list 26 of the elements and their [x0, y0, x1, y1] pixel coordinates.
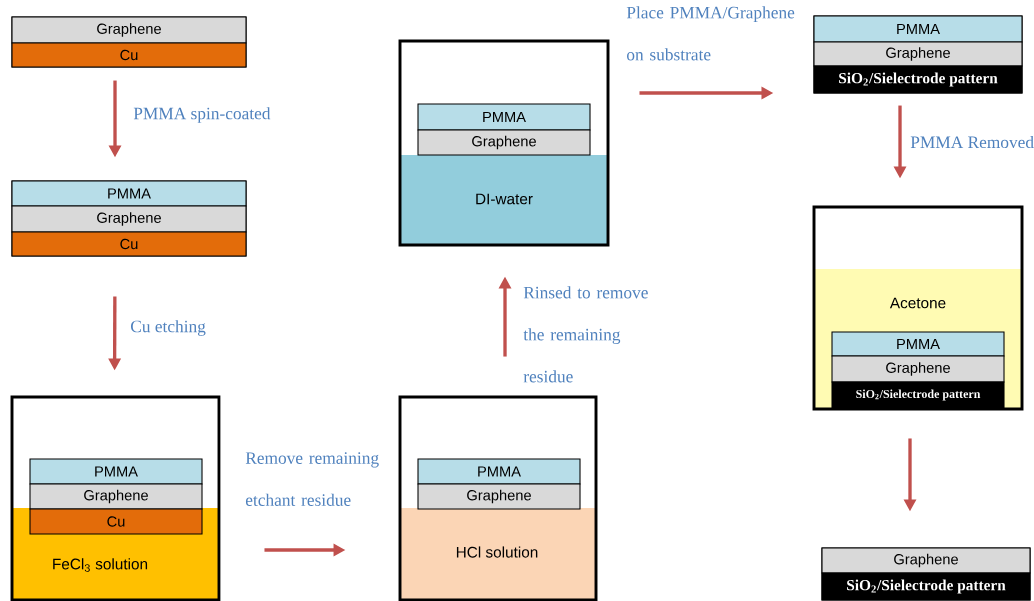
material-layer: SiO$_{2}$/Sielectrode pattern [821, 572, 1031, 601]
step-label: PMMA spin-coated [133, 107, 271, 123]
material-layer: Cu [11, 42, 247, 68]
step-label: Cu etching [131, 320, 206, 336]
material-layer: PMMA [29, 458, 203, 485]
material-layer: Graphene [813, 41, 1023, 67]
material-layer: PMMA [417, 458, 581, 485]
material-layer: PMMA [831, 331, 1005, 357]
step-label: Remove remaining etchant residue [245, 452, 379, 506]
material-layer: Graphene [821, 547, 1031, 574]
material-layer: Graphene [11, 16, 247, 44]
material-layer: Cu [29, 508, 203, 535]
material-layer: Graphene [29, 483, 203, 510]
material-layer: Graphene [417, 483, 581, 510]
step-label: PMMA Removed [910, 135, 1034, 149]
material-layer: Cu [11, 231, 247, 257]
material-layer: PMMA [813, 15, 1023, 43]
material-layer: Graphene [417, 129, 591, 156]
material-layer: Graphene [831, 355, 1005, 383]
material-layer: SiO$_{2}$/Sielectrode pattern [831, 381, 1005, 409]
step-label: Place PMMA/Graphene on substrate [626, 6, 795, 61]
material-layer: PMMA [11, 180, 247, 207]
step-label: Rinsed to remove the remaining residue [523, 286, 648, 383]
material-layer: Graphene [11, 205, 247, 233]
material-layer: SiO$_{2}$/Sielectrode pattern [813, 65, 1023, 94]
material-layer: PMMA [417, 103, 591, 131]
